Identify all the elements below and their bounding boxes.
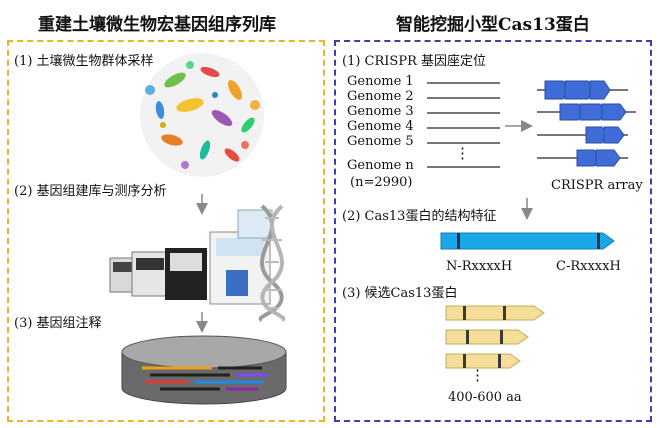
right-step-2: (2) Cas13蛋白的结构特征: [342, 209, 497, 224]
genome-lines: [427, 82, 500, 168]
left-panel-title: 重建土壤微生物宏基因组序列库: [38, 15, 276, 35]
genome-ellipsis: ⋮: [455, 144, 470, 162]
left-step-3: (3) 基因组注释: [14, 316, 102, 331]
right-step-3: (3) 候选Cas13蛋白: [342, 286, 458, 301]
crispr-array-label: CRISPR array: [551, 178, 643, 193]
left-step-2: (2) 基因组建库与测序分析: [14, 184, 167, 199]
right-panel: [334, 40, 652, 422]
genome-label-1: Genome 1: [347, 74, 414, 89]
cas13-structure-bar: [440, 232, 615, 250]
sequencer-machines-icon: [109, 209, 273, 305]
left-panel: [7, 40, 325, 422]
c-motif-label: C-RxxxxH: [556, 259, 621, 274]
genome-label-4: Genome 4: [347, 119, 414, 134]
right-step-1: (1) CRISPR 基因座定位: [342, 54, 486, 69]
genome-label-3: Genome 3: [347, 104, 414, 119]
dna-helix-icon: [258, 204, 286, 322]
genome-label-n: Genome n: [347, 158, 414, 173]
size-range-label: 400-600 aa: [448, 390, 522, 405]
microbes-cluster-icon: [140, 53, 264, 177]
candidate-proteins: [445, 305, 545, 369]
genome-label-5: Genome 5: [347, 134, 414, 149]
candidate-ellipsis: ⋮: [470, 366, 485, 384]
left-step-1: (1) 土壤微生物群体采样: [14, 54, 154, 69]
petri-dish-icon: [121, 335, 287, 405]
right-panel-title: 智能挖掘小型Cas13蛋白: [396, 15, 590, 35]
n-motif-label: N-RxxxxH: [446, 259, 513, 274]
crispr-arrays: [537, 80, 636, 167]
genome-count: (n=2990): [350, 175, 413, 190]
genome-label-2: Genome 2: [347, 89, 414, 104]
